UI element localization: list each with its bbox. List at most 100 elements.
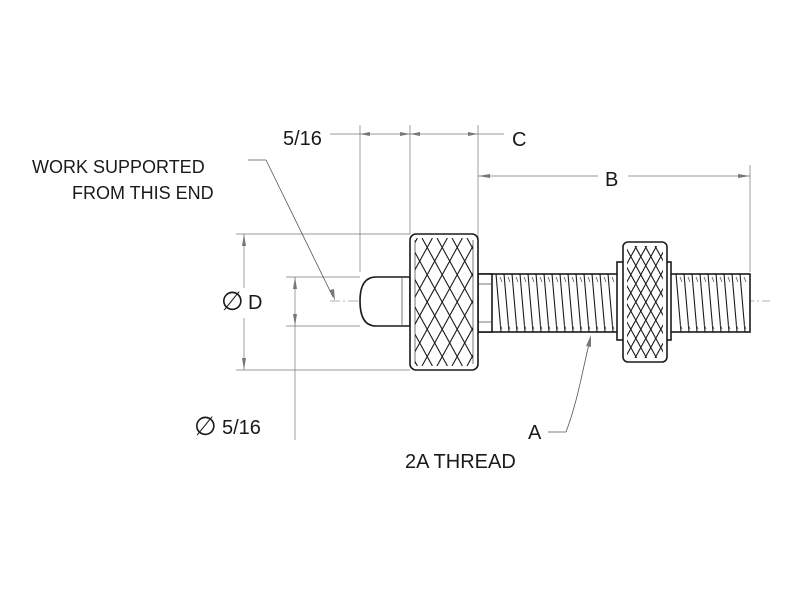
knurl-pattern-head <box>287 238 473 366</box>
dimension-c <box>410 132 504 136</box>
knurl-line <box>765 246 792 358</box>
knurl-line <box>627 251 663 320</box>
thread-line <box>551 273 558 333</box>
dimension-b <box>478 174 750 178</box>
label-thread-a: A <box>528 422 542 444</box>
thread-line <box>511 273 518 333</box>
thread-line <box>559 273 566 333</box>
thread-crest <box>563 323 567 330</box>
thread-crest <box>499 323 503 330</box>
knurl-line <box>415 238 463 326</box>
knurl-line <box>627 269 663 338</box>
thread-crest <box>539 323 543 330</box>
label-dim-c: C <box>512 129 526 151</box>
label-dim-5-16-top: 5/16 <box>283 128 322 150</box>
thread-crest <box>727 276 731 283</box>
thread-crest <box>571 276 575 283</box>
knurled-nut <box>622 241 668 363</box>
thread-line <box>675 273 682 333</box>
thread-line <box>575 273 582 333</box>
thread-line <box>707 273 714 333</box>
thread-lines-left <box>495 273 615 333</box>
thread-crest <box>595 276 599 283</box>
knurl-line <box>745 246 792 358</box>
thread-line <box>543 273 550 333</box>
knurl-line <box>644 246 663 280</box>
knurl-line <box>415 333 433 366</box>
thread-crest <box>515 323 519 330</box>
thread-crest <box>531 276 535 283</box>
thread-line <box>535 273 542 333</box>
knurl-line <box>627 246 658 301</box>
thread-crest <box>735 323 739 330</box>
thread-line <box>739 273 746 333</box>
thread-line <box>503 273 510 333</box>
dimension-5-16-length <box>330 132 410 136</box>
thread-line <box>723 273 730 333</box>
knurl-line <box>415 244 473 353</box>
extension-lines <box>236 125 751 371</box>
label-work-supported-line1: WORK SUPPORTED <box>32 157 205 177</box>
thread-crest <box>587 323 591 330</box>
thread-crest <box>687 276 691 283</box>
thread-crest <box>499 276 503 283</box>
knurl-line <box>287 238 357 366</box>
thread-crest <box>507 276 511 283</box>
knurl-pattern-nut <box>627 246 792 358</box>
label-dim-diameter-5-16: 5/16 <box>222 417 261 439</box>
knurl-line <box>627 287 663 356</box>
thread-crest <box>679 323 683 330</box>
knurl-line <box>775 246 792 358</box>
thread-line <box>567 273 574 333</box>
thread-crest <box>547 276 551 283</box>
label-thread-note: 2A THREAD <box>405 451 516 473</box>
thread-crest <box>547 323 551 330</box>
knurl-line <box>755 246 792 358</box>
thread-line <box>527 273 534 333</box>
knurl-line <box>775 246 792 358</box>
thread-crest <box>703 276 707 283</box>
thread-crest <box>515 276 519 283</box>
thread-crest <box>719 276 723 283</box>
thread-crest <box>603 323 607 330</box>
diameter-symbol-5-16: ∅ <box>194 411 217 441</box>
thread-crest <box>743 276 747 283</box>
label-dim-d: D <box>248 292 262 314</box>
knurl-line <box>644 324 663 358</box>
thread-line <box>583 273 590 333</box>
thread-line <box>599 273 606 333</box>
support-tip <box>359 276 411 327</box>
dimension-diameter-5-16 <box>293 277 297 440</box>
thread-line <box>731 273 738 333</box>
knurl-line <box>415 305 448 366</box>
thread-crest <box>579 323 583 330</box>
thread-neck <box>477 273 493 333</box>
thread-crest <box>711 323 715 330</box>
knurl-line <box>745 246 792 358</box>
thread-crest <box>555 323 559 330</box>
knurl-line <box>415 238 433 271</box>
knurl-line <box>634 305 663 358</box>
thread-crest <box>743 323 747 330</box>
knurl-line <box>755 246 792 358</box>
knurl-line <box>634 246 663 299</box>
thread-line <box>495 273 502 333</box>
thread-shank <box>477 273 751 333</box>
knurl-line <box>451 326 473 366</box>
thread-line <box>683 273 690 333</box>
thread-crest <box>571 323 575 330</box>
leader-thread-a <box>548 335 591 433</box>
label-dim-b: B <box>605 169 618 191</box>
thread-crest <box>695 323 699 330</box>
thread-line <box>691 273 698 333</box>
thread-crest <box>687 323 691 330</box>
thread-crest <box>507 323 511 330</box>
thread-line <box>519 273 526 333</box>
thread-line <box>591 273 598 333</box>
thread-crest <box>523 323 527 330</box>
thread-crest <box>531 323 535 330</box>
thread-crest <box>679 276 683 283</box>
knurl-line <box>421 272 473 366</box>
leader-work-supported <box>248 159 335 301</box>
